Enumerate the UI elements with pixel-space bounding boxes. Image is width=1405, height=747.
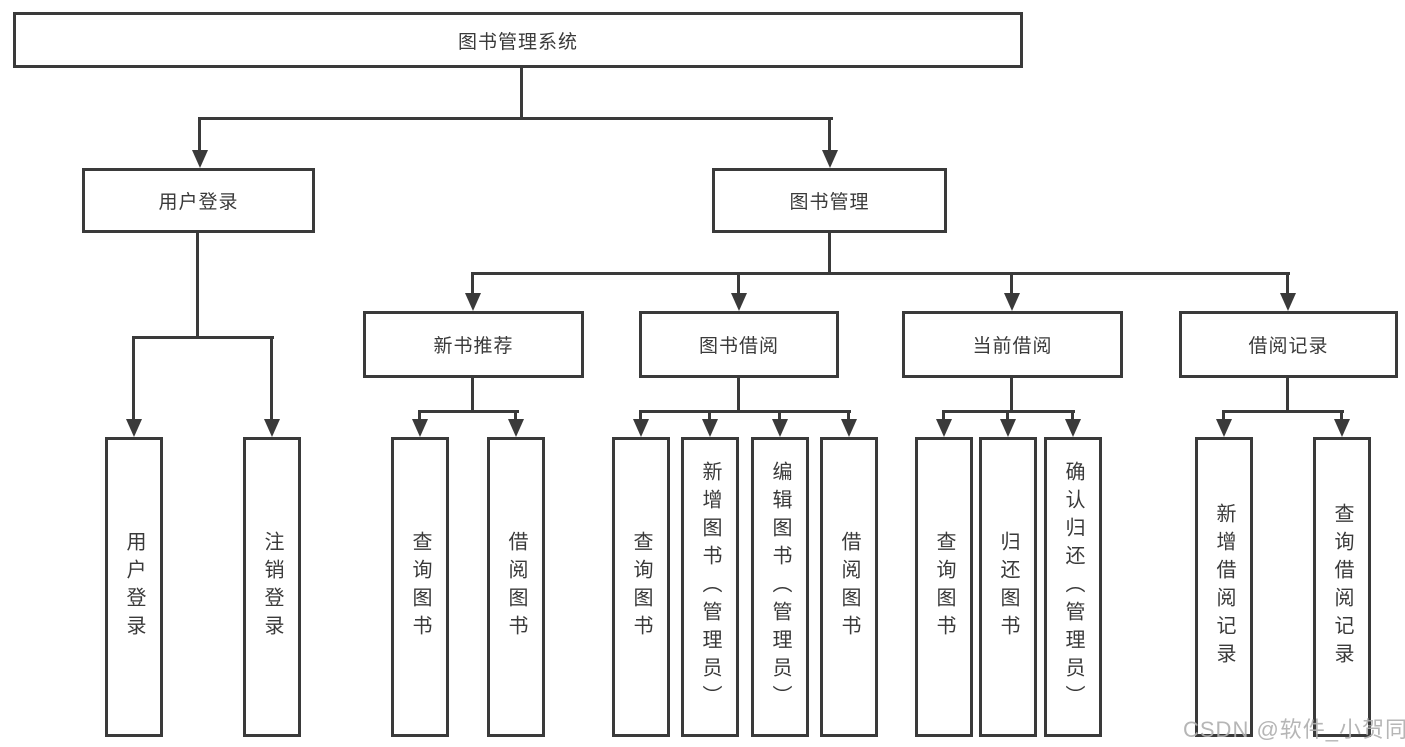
arrowhead — [192, 150, 208, 168]
arrowhead — [508, 419, 524, 437]
leaf-borrow-add-book-admin: 新增图书（管理员） — [681, 437, 739, 737]
node-book-management: 图书管理 — [712, 168, 947, 233]
arrowhead — [936, 419, 952, 437]
leaf-borrow-edit-book-admin: 编辑图书（管理员） — [751, 437, 809, 737]
leaf-recommend-query-book: 查询图书 — [391, 437, 449, 737]
line — [196, 233, 199, 339]
node-root-label: 图书管理系统 — [457, 31, 578, 53]
leaf-recommend-borrow-book-label: 借阅图书 — [505, 531, 527, 643]
line — [1071, 410, 1074, 419]
line — [708, 410, 711, 419]
leaf-borrow-borrow-book: 借阅图书 — [820, 437, 878, 737]
leaf-current-query-book-label: 查询图书 — [933, 531, 955, 643]
leaf-record-add-record: 新增借阅记录 — [1195, 437, 1253, 737]
leaf-current-return-book-label: 归还图书 — [997, 531, 1019, 643]
leaf-logout-label: 注销登录 — [261, 531, 283, 643]
arrowhead — [731, 293, 747, 311]
leaf-recommend-borrow-book: 借阅图书 — [487, 437, 545, 737]
arrowhead — [465, 293, 481, 311]
arrowhead — [264, 419, 280, 437]
leaf-borrow-add-book-admin-label: 新增图书（管理员） — [699, 461, 721, 713]
line — [639, 410, 642, 419]
line — [418, 410, 519, 413]
arrowhead — [702, 419, 718, 437]
leaf-borrow-query-book: 查询图书 — [612, 437, 670, 737]
line — [1006, 410, 1009, 419]
line — [942, 410, 945, 419]
leaf-recommend-query-book-label: 查询图书 — [409, 531, 431, 643]
leaf-record-query-record: 查询借阅记录 — [1313, 437, 1371, 737]
arrowhead — [1000, 419, 1016, 437]
line — [1222, 410, 1225, 419]
line — [471, 378, 474, 413]
leaf-user-login: 用户登录 — [105, 437, 163, 737]
arrowhead — [633, 419, 649, 437]
arrowhead — [126, 419, 142, 437]
node-user-login-label: 用户登录 — [158, 192, 239, 213]
line — [737, 378, 740, 413]
line — [418, 410, 421, 419]
node-current-borrow: 当前借阅 — [902, 311, 1123, 378]
node-new-book-recommend-label: 新书推荐 — [433, 336, 514, 357]
line — [520, 68, 523, 120]
leaf-record-query-record-label: 查询借阅记录 — [1331, 503, 1353, 671]
line — [133, 336, 274, 339]
leaf-user-login-label: 用户登录 — [123, 531, 145, 643]
line — [1010, 272, 1013, 293]
node-book-borrow: 图书借阅 — [639, 311, 839, 378]
arrowhead — [772, 419, 788, 437]
arrowhead — [841, 419, 857, 437]
line — [1010, 378, 1013, 413]
line — [132, 336, 135, 419]
line — [639, 410, 851, 413]
arrowhead — [822, 150, 838, 168]
node-borrow-record-label: 借阅记录 — [1248, 336, 1329, 357]
line — [828, 117, 831, 151]
arrowhead — [1280, 293, 1296, 311]
arrowhead — [1065, 419, 1081, 437]
node-borrow-record: 借阅记录 — [1179, 311, 1398, 378]
leaf-borrow-query-book-label: 查询图书 — [630, 531, 652, 643]
node-current-borrow-label: 当前借阅 — [972, 336, 1053, 357]
line — [847, 410, 850, 419]
line — [471, 272, 474, 293]
line — [199, 117, 833, 120]
leaf-current-query-book: 查询图书 — [915, 437, 973, 737]
leaf-record-add-record-label: 新增借阅记录 — [1213, 503, 1235, 671]
node-root: 图书管理系统 — [13, 12, 1023, 68]
leaf-current-confirm-return-admin: 确认归还（管理员） — [1044, 437, 1102, 737]
line — [1286, 272, 1289, 293]
line — [270, 336, 273, 419]
leaf-current-confirm-return-admin-label: 确认归还（管理员） — [1062, 461, 1084, 713]
arrowhead — [1004, 293, 1020, 311]
line — [514, 410, 517, 419]
leaf-borrow-edit-book-admin-label: 编辑图书（管理员） — [769, 461, 791, 713]
leaf-current-return-book: 归还图书 — [979, 437, 1037, 737]
node-book-borrow-label: 图书借阅 — [698, 336, 779, 357]
csdn-watermark: CSDN @软件_小贺同学 — [1183, 717, 1405, 742]
arrowhead — [1216, 419, 1232, 437]
node-user-login: 用户登录 — [82, 168, 315, 233]
line — [1340, 410, 1343, 419]
line — [1222, 410, 1344, 413]
line — [828, 233, 831, 275]
leaf-borrow-borrow-book-label: 借阅图书 — [838, 531, 860, 643]
line — [778, 410, 781, 419]
arrowhead — [412, 419, 428, 437]
node-book-management-label: 图书管理 — [789, 192, 870, 213]
line — [472, 272, 1290, 275]
line — [737, 272, 740, 293]
line — [1286, 378, 1289, 413]
arrowhead — [1334, 419, 1350, 437]
line — [198, 117, 201, 151]
leaf-logout: 注销登录 — [243, 437, 301, 737]
node-new-book-recommend: 新书推荐 — [363, 311, 584, 378]
